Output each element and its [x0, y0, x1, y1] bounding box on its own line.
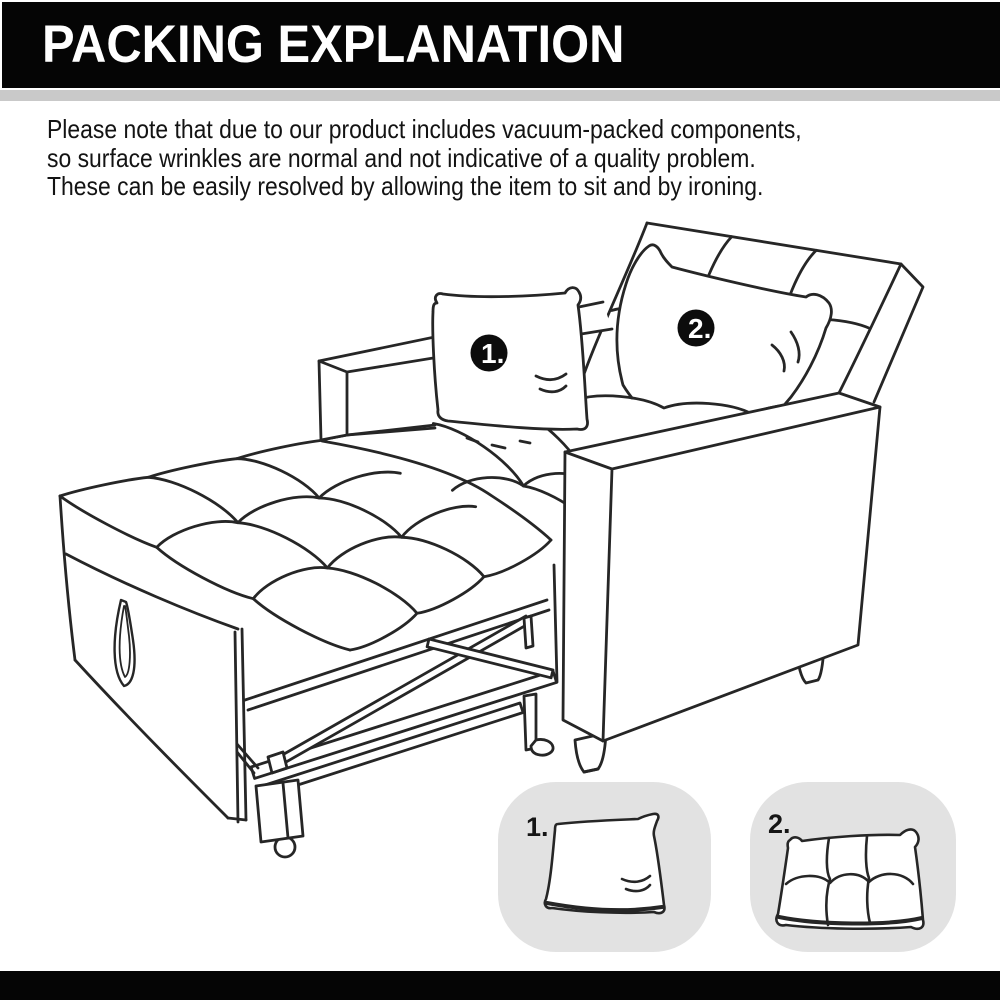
- svg-text:2.: 2.: [768, 809, 791, 839]
- svg-text:1.: 1.: [526, 812, 549, 842]
- svg-text:1.: 1.: [481, 338, 504, 369]
- svg-text:2.: 2.: [688, 313, 711, 344]
